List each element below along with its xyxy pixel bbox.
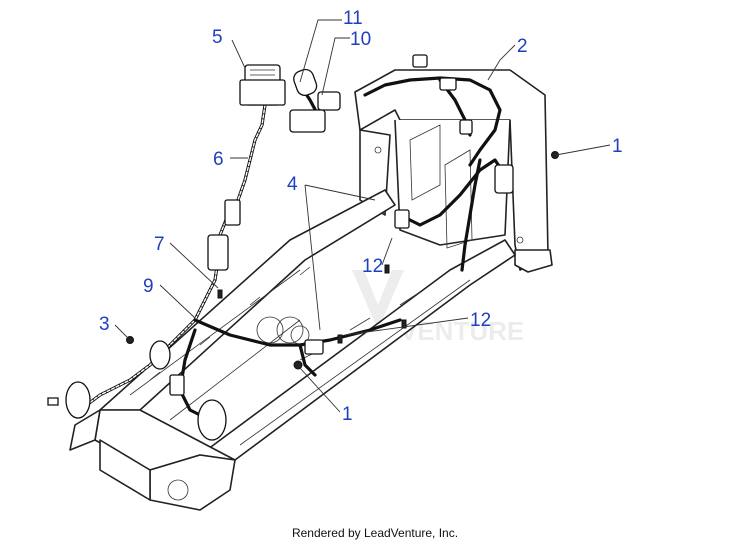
callout-1-top: 1 (612, 136, 623, 157)
nut-fastener (293, 360, 303, 370)
callout-2: 2 (517, 36, 528, 57)
callout-10: 10 (350, 29, 371, 50)
callout-9: 9 (143, 276, 154, 297)
callout-6: 6 (213, 149, 224, 170)
callout-12-lower: 12 (470, 310, 491, 331)
callout-1-bottom: 1 (342, 404, 353, 425)
chassis-frame (69, 189, 516, 511)
nut-fastener (126, 336, 134, 344)
callout-3: 3 (99, 314, 110, 335)
rear-frame-upright (354, 69, 553, 273)
leader-lines (114, 19, 611, 413)
callout-11: 11 (343, 8, 363, 29)
render-credit: Rendered by LeadVenture, Inc. (291, 526, 459, 540)
callout-7: 7 (154, 234, 165, 255)
callout-12-upper: 12 (362, 256, 383, 277)
callout-4: 4 (287, 174, 298, 195)
callout-5: 5 (212, 27, 223, 48)
callout-labels: 5 11 10 2 1 6 4 7 12 9 12 3 1 (99, 8, 623, 425)
harness-components (47, 54, 559, 441)
nut-fastener (551, 151, 559, 159)
